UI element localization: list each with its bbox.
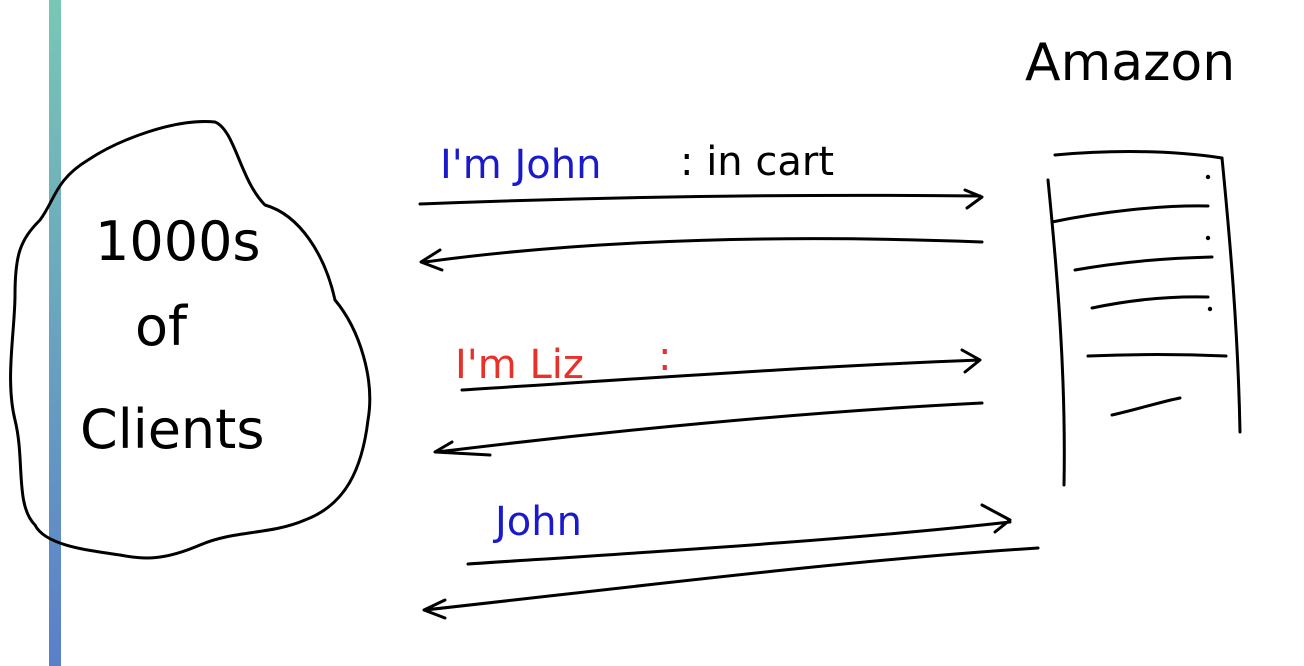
- request-arrow-3: [466, 503, 1012, 566]
- server-title: Amazon: [1025, 33, 1235, 93]
- message-1-suffix: : in cart: [680, 139, 834, 185]
- server-table: [1046, 150, 1242, 487]
- message-1-prefix: I'm John: [440, 142, 601, 188]
- response-arrow-1: [419, 237, 984, 272]
- clients-label-line3: Clients: [80, 398, 264, 461]
- clients-label-line2: of: [135, 295, 189, 358]
- message-2-suffix: :: [658, 334, 671, 380]
- side-color-bar: [49, 0, 61, 666]
- request-arrow-2: [460, 348, 982, 392]
- message-3-prefix: John: [492, 499, 582, 545]
- request-arrow-1: [418, 188, 984, 210]
- response-arrow-3: [422, 546, 1040, 620]
- response-arrow-2: [433, 401, 984, 457]
- clients-cloud-shape: [9, 120, 372, 560]
- clients-label-line1: 1000s: [95, 210, 261, 273]
- message-2-prefix: I'm Liz: [455, 342, 584, 388]
